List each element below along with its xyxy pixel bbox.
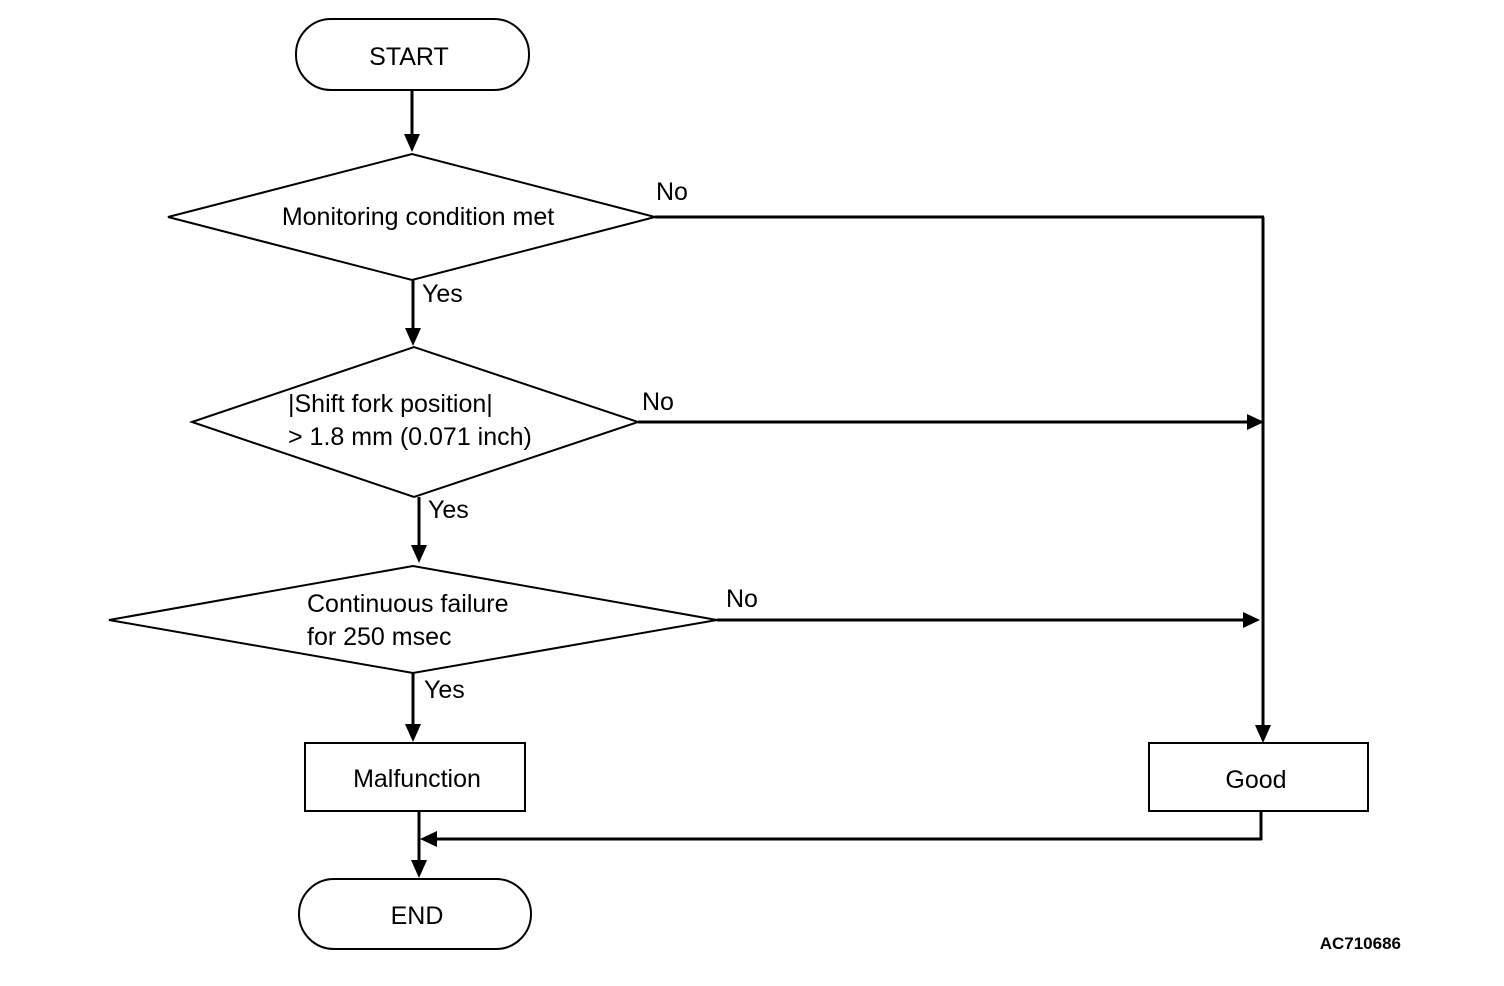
arrowhead-continuous-failure-yes [405, 724, 421, 742]
shift-fork-label-line1: |Shift fork position| [288, 390, 493, 418]
start-label: START [369, 43, 449, 71]
no-label-monitoring: No [656, 178, 688, 206]
decision-continuous-failure: Continuous failure for 250 msec [108, 564, 718, 675]
continuous-failure-label-line2: for 250 msec [307, 623, 452, 651]
start-node: START [295, 18, 530, 91]
end-label: END [391, 902, 444, 930]
no-label-shift-fork: No [642, 388, 674, 416]
malfunction-label: Malfunction [353, 765, 481, 793]
good-node: Good [1148, 742, 1369, 812]
yes-label-monitoring: Yes [422, 280, 463, 308]
arrowhead-to-end [411, 860, 427, 878]
arrowhead-shift-fork-yes [411, 545, 427, 563]
end-node: END [298, 878, 532, 950]
good-label: Good [1225, 766, 1286, 794]
arrowhead-shift-fork-no [1247, 414, 1264, 430]
yes-label-shift-fork: Yes [428, 496, 469, 524]
arrowhead-monitoring-yes [405, 328, 421, 346]
arrowhead-to-good [1255, 725, 1271, 743]
malfunction-node: Malfunction [304, 742, 526, 812]
monitoring-condition-label: Monitoring condition met [282, 203, 554, 231]
decision-shift-fork-position: |Shift fork position| > 1.8 mm (0.071 in… [188, 345, 642, 499]
no-label-continuous-failure: No [726, 585, 758, 613]
shift-fork-label-line2: > 1.8 mm (0.071 inch) [288, 423, 532, 451]
continuous-failure-label-line1: Continuous failure [307, 590, 509, 618]
decision-monitoring-condition: Monitoring condition met [167, 152, 659, 282]
arrowhead-start-to-monitoring [404, 134, 420, 152]
arrowhead-good-to-merge [420, 831, 437, 847]
yes-label-continuous-failure: Yes [424, 676, 465, 704]
arrowhead-continuous-failure-no [1243, 612, 1260, 628]
figure-code: AC710686 [1320, 934, 1401, 953]
